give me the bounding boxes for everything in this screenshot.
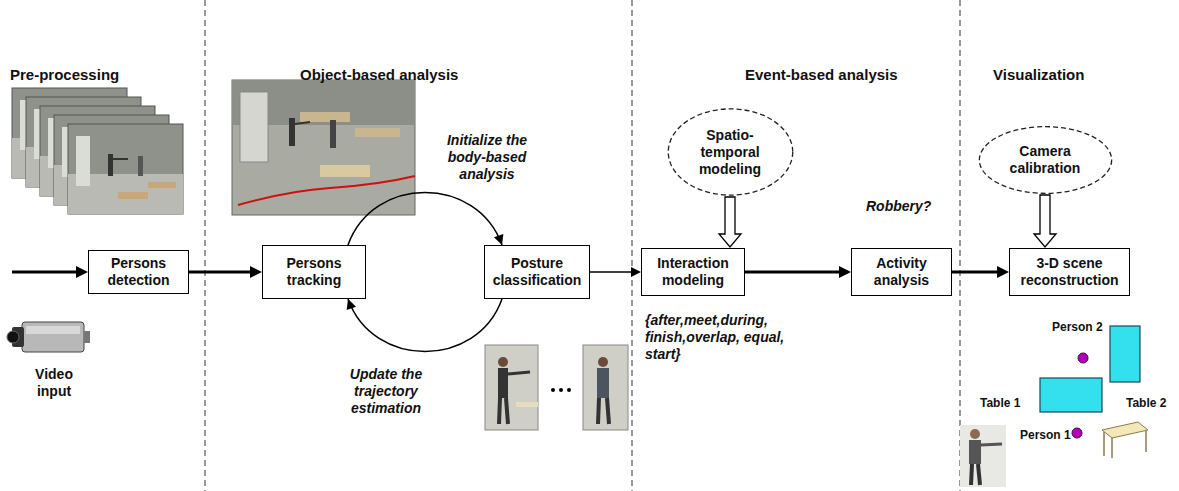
scene-label: Person 1 bbox=[1020, 428, 1071, 442]
process-box: Persons detection bbox=[88, 250, 189, 294]
relation-set: {after,meet,during, finish,overlap, equa… bbox=[645, 312, 795, 363]
process-box: Activity analysis bbox=[851, 248, 952, 296]
box-text: Persons tracking bbox=[270, 255, 358, 289]
flow-arrow bbox=[719, 197, 741, 247]
box-text: Activity analysis bbox=[859, 255, 944, 289]
flow-arrow bbox=[1034, 195, 1056, 247]
model-ellipse: Spatio-temporal modeling bbox=[667, 108, 794, 196]
flow-arrow bbox=[348, 193, 503, 246]
input-arrow bbox=[12, 266, 88, 278]
edge-label: Initialize the body-based analysis bbox=[433, 132, 541, 183]
posture-thumbnail bbox=[485, 345, 538, 430]
scene-label: Table 2 bbox=[1126, 396, 1166, 410]
table-figure bbox=[1102, 422, 1148, 458]
continuation-dots bbox=[551, 388, 571, 392]
scene-photo bbox=[232, 80, 415, 215]
section-heading: Event-based analysis bbox=[745, 66, 898, 84]
box-text: Interaction modeling bbox=[649, 255, 737, 289]
box-text: Posture classification bbox=[492, 255, 582, 289]
flow-arrow bbox=[590, 267, 641, 277]
edge-label: Update the trajectory estimation bbox=[330, 366, 442, 417]
video-camera bbox=[7, 322, 90, 352]
process-box: Posture classification bbox=[484, 245, 590, 299]
ellipse-text: Camera calibration bbox=[1001, 143, 1089, 177]
posture-thumbnail bbox=[583, 345, 628, 430]
video-frame-stack bbox=[12, 88, 183, 214]
scene-3d-model bbox=[960, 326, 1148, 487]
flow-arrow bbox=[745, 266, 851, 278]
flow-arrow bbox=[952, 266, 1009, 278]
section-heading: Pre-processing bbox=[10, 66, 119, 84]
model-ellipse: Camera calibration bbox=[978, 126, 1113, 194]
section-heading: Object-based analysis bbox=[300, 66, 458, 84]
process-box: 3-D scene reconstruction bbox=[1009, 248, 1130, 296]
box-text: 3-D scene reconstruction bbox=[1017, 255, 1122, 289]
process-box: Interaction modeling bbox=[641, 248, 745, 296]
section-heading: Visualization bbox=[993, 66, 1084, 84]
flow-arrow bbox=[347, 299, 502, 352]
avatar-figure bbox=[960, 425, 1006, 487]
section-divider bbox=[205, 0, 960, 491]
scene-label: Table 1 bbox=[980, 396, 1020, 410]
input-label: Video input bbox=[24, 366, 84, 400]
event-question: Robbery? bbox=[866, 198, 931, 215]
scene-label: Person 2 bbox=[1052, 320, 1103, 334]
process-box: Persons tracking bbox=[262, 245, 366, 299]
ellipse-text: Spatio-temporal modeling bbox=[690, 127, 770, 178]
flow-arrow bbox=[189, 266, 262, 278]
box-text: Persons detection bbox=[96, 255, 181, 289]
